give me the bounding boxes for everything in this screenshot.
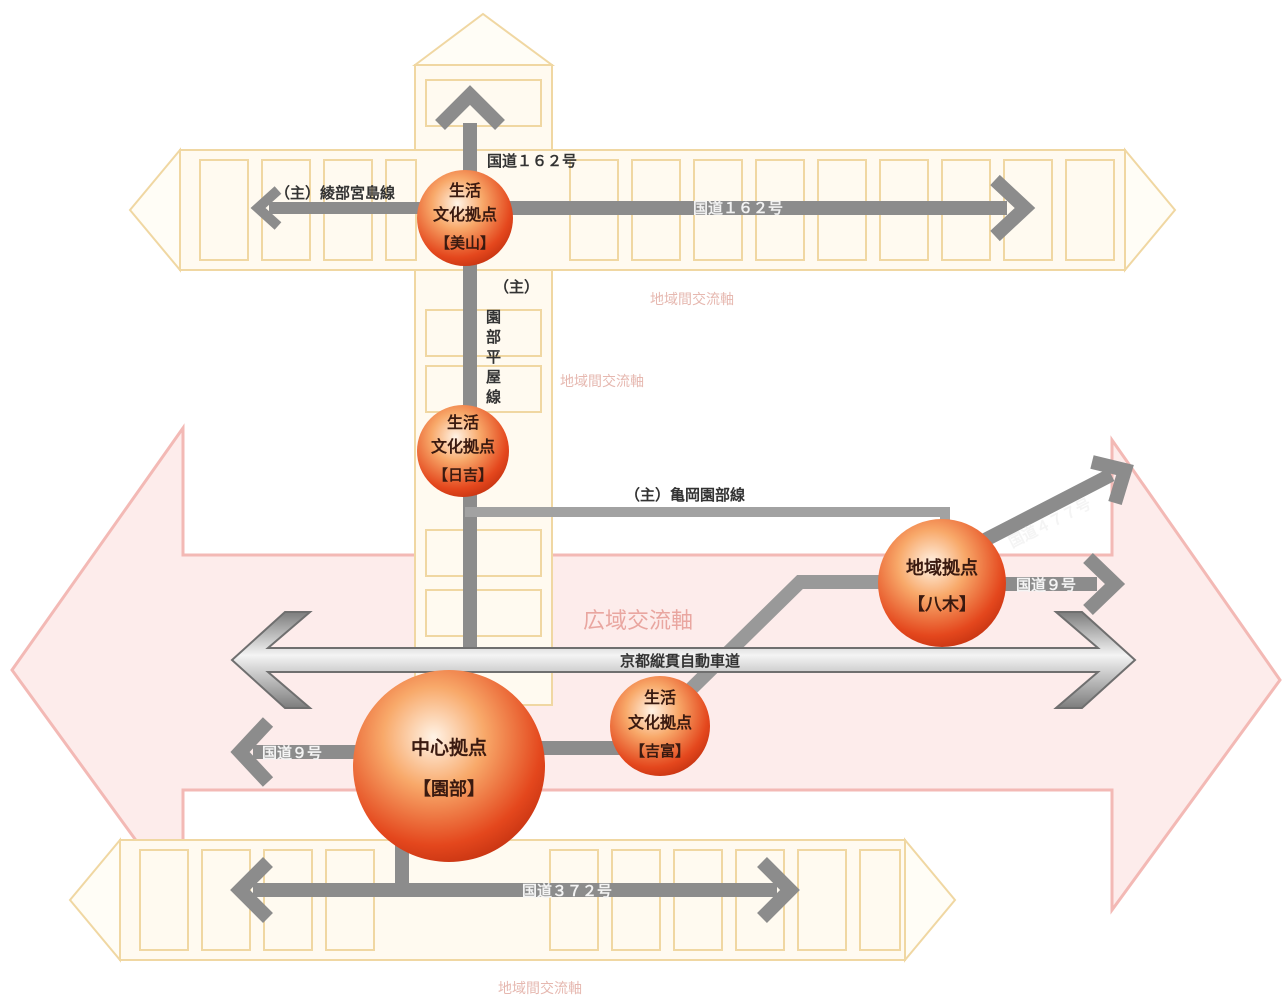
node-sonobe-line1: 中心拠点 <box>411 736 487 759</box>
node-miyama-line2: 文化拠点 <box>433 205 497 224</box>
node-miyama-line3: 【美山】 <box>435 234 495 252</box>
node-hiyoshi-line3: 【日吉】 <box>433 466 493 484</box>
label-r372: 国道３７２号 <box>522 882 612 900</box>
node-yoshitomi: 生活 文化拠点 【吉富】 <box>610 676 710 776</box>
arrow-west-r9-icon <box>230 717 274 787</box>
label-kameoka-sonobe: （主）亀岡園部線 <box>625 486 745 504</box>
node-hiyoshi: 生活 文化拠点 【日吉】 <box>417 405 509 497</box>
label-ayabe-miyajima: （主）綾部宮島線 <box>275 184 395 202</box>
arrow-west-ayabe-icon <box>250 186 282 230</box>
arrow-west-r372-icon <box>230 857 273 923</box>
node-hiyoshi-line1: 生活 <box>447 413 479 432</box>
arrow-north-icon <box>435 85 505 130</box>
label-r9-west: 国道９号 <box>262 744 322 762</box>
label-r162-north: 国道１６２号 <box>487 152 577 170</box>
label-expressway: 京都縦貫自動車道 <box>620 652 740 670</box>
node-yagi-line1: 地域拠点 <box>906 557 978 579</box>
node-yagi: 地域拠点 【八木】 <box>878 519 1006 647</box>
label-sh-2: 部 <box>486 328 501 346</box>
label-sh-1: 園 <box>486 308 501 326</box>
label-sh-4: 屋 <box>486 368 501 386</box>
label-sh-3: 平 <box>486 348 501 366</box>
corridor-bottom-label: 地域間交流軸 <box>498 980 582 997</box>
label-r9-east: 国道９号 <box>1016 576 1076 594</box>
corridor-top-label: 地域間交流軸 <box>650 291 734 308</box>
node-sonobe: 中心拠点 【園部】 <box>353 670 545 862</box>
road-network <box>253 123 1115 897</box>
node-yoshitomi-line3: 【吉富】 <box>630 742 690 760</box>
node-miyama-line1: 生活 <box>449 181 481 200</box>
wide-area-axis-label: 広域交流軸 <box>583 609 693 634</box>
arrow-east-r9-icon <box>1083 552 1126 616</box>
arrow-east-r162-icon <box>990 174 1036 242</box>
corridor-mid-label: 地域間交流軸 <box>560 373 644 390</box>
road-r477 <box>975 468 1115 550</box>
node-yoshitomi-line1: 生活 <box>644 688 676 707</box>
label-sh-0: （主） <box>494 278 539 296</box>
node-sonobe-line2: 【園部】 <box>413 778 485 800</box>
node-hiyoshi-line2: 文化拠点 <box>431 437 495 456</box>
label-r162-east: 国道１６２号 <box>693 199 783 217</box>
node-miyama: 生活 文化拠点 【美山】 <box>417 170 513 266</box>
arrow-ne-r477-icon <box>1090 455 1134 506</box>
arrow-east-r372-icon <box>757 857 800 923</box>
node-yoshitomi-line2: 文化拠点 <box>628 713 692 732</box>
node-yagi-line2: 【八木】 <box>908 594 976 615</box>
label-sh-5: 線 <box>486 388 501 406</box>
corridor-bottom <box>68 837 957 963</box>
road-arrowheads <box>230 85 1134 923</box>
expressway <box>230 611 1137 709</box>
label-sonobe-hirayashiki: （主） 園 部 平 屋 線 <box>486 278 539 406</box>
